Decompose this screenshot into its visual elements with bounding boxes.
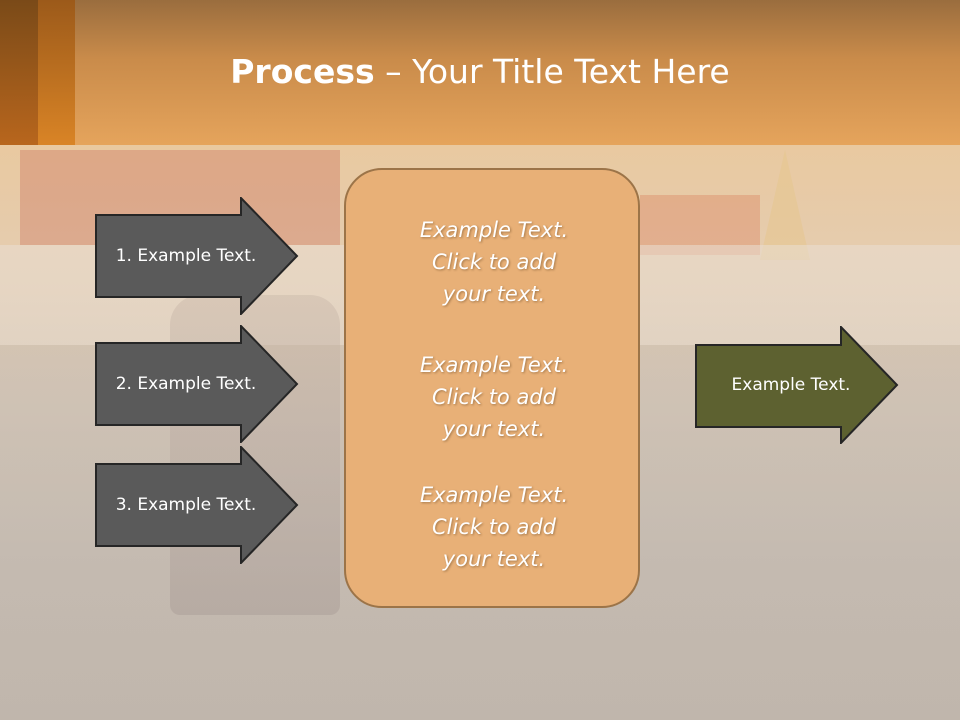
title-rest: – Your Title Text Here xyxy=(374,52,730,91)
center-text-block-2: Example Text. Click to add your text. xyxy=(346,349,642,445)
arrow-label: 3. Example Text. xyxy=(115,495,257,515)
arrow-shape xyxy=(95,446,299,564)
header-accent-strip xyxy=(0,0,38,145)
temple-spire xyxy=(760,150,810,260)
text-line: Example Text. xyxy=(419,218,569,242)
process-arrow-2[interactable]: 2. Example Text. xyxy=(95,325,299,443)
center-text-box[interactable]: Example Text. Click to add your text. Ex… xyxy=(344,168,640,608)
text-line: Example Text. xyxy=(419,483,569,507)
text-line: your text. xyxy=(442,282,546,306)
center-text-block-3: Example Text. Click to add your text. xyxy=(346,479,642,575)
arrow-shape xyxy=(95,197,299,315)
arrow-label: 2. Example Text. xyxy=(115,374,257,394)
center-text-block-1: Example Text. Click to add your text. xyxy=(346,214,642,310)
arrow-shape xyxy=(695,324,899,446)
header-band: Process – Your Title Text Here xyxy=(0,0,960,145)
result-arrow[interactable]: Example Text. xyxy=(695,324,899,446)
slide-title[interactable]: Process – Your Title Text Here xyxy=(0,52,960,91)
arrow-shape xyxy=(95,325,299,443)
text-line: your text. xyxy=(442,547,546,571)
process-arrow-3[interactable]: 3. Example Text. xyxy=(95,446,299,564)
header-accent-strip xyxy=(38,0,75,145)
text-line: Example Text. xyxy=(419,353,569,377)
text-line: Click to add xyxy=(431,515,556,539)
arrow-label: 1. Example Text. xyxy=(115,246,257,266)
text-line: your text. xyxy=(442,417,546,441)
text-line: Click to add xyxy=(431,250,556,274)
arrow-label: Example Text. xyxy=(731,375,851,395)
title-bold: Process xyxy=(230,52,375,91)
process-arrow-1[interactable]: 1. Example Text. xyxy=(95,197,299,315)
text-line: Click to add xyxy=(431,385,556,409)
